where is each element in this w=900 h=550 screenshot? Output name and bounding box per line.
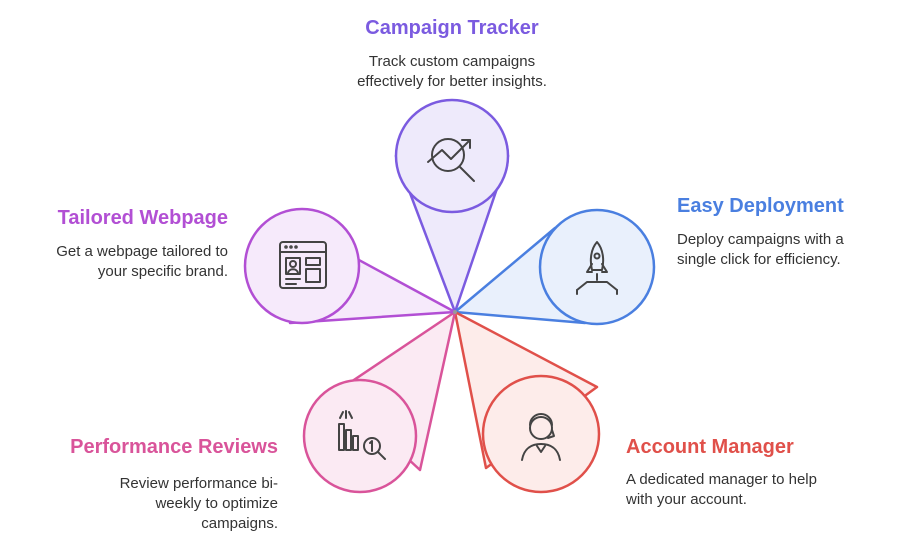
tailored-webpage-description: Get a webpage tailored to your specific … — [56, 243, 228, 280]
petal-tailored-webpage — [243, 207, 457, 325]
center-node — [453, 310, 457, 314]
webpage-layout-icon — [279, 241, 327, 289]
rocket-launch-icon — [576, 241, 618, 295]
account-manager-title: Account Manager — [626, 436, 794, 458]
campaign-tracker-description: Track custom campaigns effectively for b… — [357, 53, 547, 90]
easy-deployment-title: Easy Deployment — [677, 195, 844, 217]
petal-campaign-tracker — [394, 98, 510, 314]
performance-reviews-title: Performance Reviews — [70, 436, 278, 458]
headset-person-icon — [521, 413, 561, 461]
petal-account-manager — [453, 310, 601, 494]
growth-chart-magnifier-icon — [427, 138, 475, 182]
easy-deployment-description: Deploy campaigns with a single click for… — [677, 231, 844, 268]
performance-reviews-description: Review performance bi-weekly to optimize… — [119, 475, 278, 532]
campaign-tracker-title: Campaign Tracker — [365, 17, 539, 39]
petal-easy-deployment — [453, 208, 656, 326]
account-manager-description: A dedicated manager to help with your ac… — [626, 471, 817, 508]
tailored-webpage-title: Tailored Webpage — [57, 207, 228, 229]
bar-chart-review-icon — [338, 410, 386, 460]
petal-performance-reviews — [302, 310, 457, 494]
